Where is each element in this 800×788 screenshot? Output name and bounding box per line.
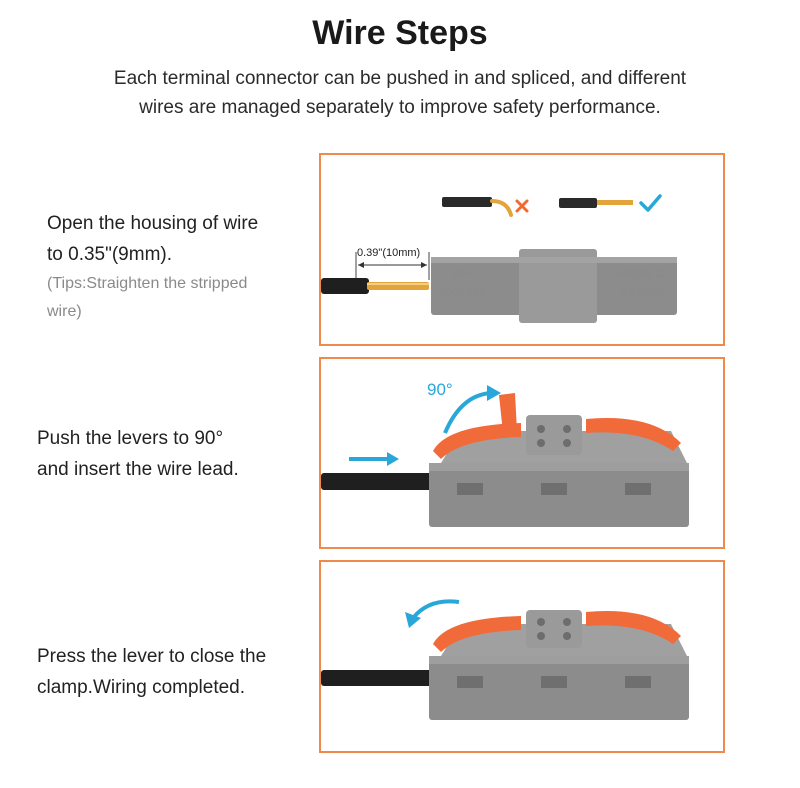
rotate-arrow-icon: [443, 391, 492, 434]
step-2-line-2: and insert the wire lead.: [37, 459, 239, 480]
subtitle-line-2: wires are managed separately to improve …: [139, 97, 661, 118]
step-3-instructions: Press the lever to close the clamp.Wirin…: [37, 641, 266, 703]
x-icon: [515, 199, 529, 213]
stripped-wire: [321, 278, 429, 294]
connector-mark-rating: 10A: [451, 269, 469, 280]
step-1-line-1: Open the housing of wire: [47, 213, 259, 234]
rotate-arrowhead-icon: [487, 385, 501, 401]
step-3-illustration: [321, 599, 689, 720]
subtitle-line-1: Each terminal connector can be pushed in…: [113, 68, 687, 89]
connector-body: [429, 610, 689, 720]
step-2-illustration-panel: 90°: [319, 357, 725, 549]
angle-label: 90°: [427, 380, 453, 399]
connector-mark-size: 0.2-4mm²: [621, 287, 664, 298]
step-3-line-1: Press the lever to close the: [37, 646, 267, 667]
connector-mark-awg: AWG28-12: [617, 269, 667, 280]
connector-body: [429, 415, 689, 527]
step-2-line-1: Push the levers to 90°: [37, 428, 224, 449]
step-1-illustration-panel: 0.39"(10mm) 10A 600V 32A 211 AWG28-12 0.…: [319, 153, 725, 346]
connector-mark-voltage: 600V 32A: [441, 287, 485, 298]
step-2-illustration: 90°: [321, 380, 689, 527]
dimension-marker: [355, 252, 430, 280]
wire-lead: [321, 473, 433, 490]
step-3-line-2: clamp.Wiring completed.: [37, 677, 246, 698]
step-1-instructions: Open the housing of wire to 0.35"(9mm). …: [47, 208, 258, 326]
step-1-illustration: 0.39"(10mm) 10A 600V 32A 211 AWG28-12 0.…: [321, 194, 677, 323]
insert-arrow-icon: [349, 452, 399, 466]
orange-levers: [433, 611, 681, 652]
page-subtitle: Each terminal connector can be pushed in…: [40, 64, 760, 122]
step-1-tip-line-1: (Tips:Straighten the stripped: [47, 275, 248, 292]
step-2-instructions: Push the levers to 90° and insert the wi…: [37, 423, 239, 485]
wire-lead: [321, 670, 433, 686]
step-1-tip-line-2: wire): [47, 303, 82, 320]
page-title: Wire Steps: [312, 14, 488, 52]
straight-wire-example: [559, 198, 633, 208]
checkmark-icon: [639, 194, 662, 212]
close-arrow-icon: [411, 599, 460, 620]
bent-wire-example: [442, 197, 513, 217]
step-1-line-2: to 0.35"(9mm).: [47, 244, 173, 265]
close-arrowhead-icon: [405, 612, 421, 628]
raised-lever: [499, 393, 517, 433]
step-3-illustration-panel: [319, 560, 725, 753]
orange-levers: [433, 393, 681, 459]
connector-housing: [431, 249, 677, 323]
dimension-label: 0.39"(10mm): [357, 247, 420, 259]
connector-mark-model: 211: [543, 278, 566, 294]
